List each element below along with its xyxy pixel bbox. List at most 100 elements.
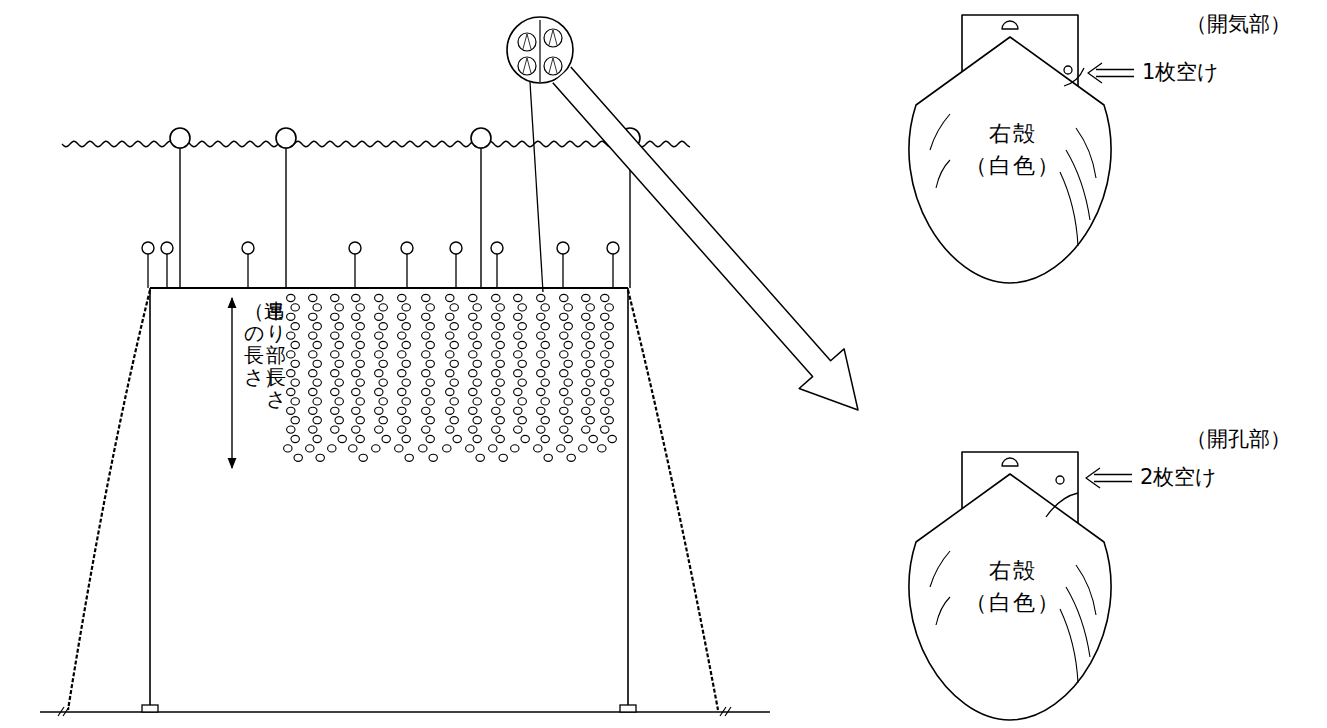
shell-growth-line	[1076, 128, 1096, 178]
sub-float	[142, 242, 154, 254]
buoy-line	[179, 148, 180, 288]
scallop-loop	[352, 370, 360, 377]
scallop-strand	[328, 294, 347, 452]
shell-growth-line	[1076, 565, 1096, 615]
scallop-loop	[331, 332, 339, 339]
scallop-loop	[313, 304, 321, 311]
scallop-loop	[496, 341, 504, 348]
anchor-mark	[58, 707, 64, 716]
scallop-loop	[450, 417, 458, 424]
mini-scallop	[544, 29, 562, 47]
scallop-loop	[352, 388, 360, 395]
scallop-loop	[582, 370, 590, 377]
scallop-loop	[287, 313, 295, 320]
scallop-loop	[443, 445, 451, 452]
scallop-loop	[398, 370, 406, 377]
callout-note: 1枚空け	[1142, 60, 1219, 85]
scallop-loop	[398, 351, 406, 358]
scallop-loop	[469, 294, 477, 301]
scallop-loop	[335, 341, 343, 348]
scallop-loop	[582, 294, 590, 301]
scallop-loop	[379, 341, 387, 348]
scallop-loop	[335, 417, 343, 424]
scallop-loop	[284, 445, 292, 452]
scallop-loop	[601, 351, 609, 358]
scallop-loop	[309, 313, 317, 320]
scallop-loop	[402, 360, 410, 367]
scallop-strand	[443, 294, 462, 452]
scallop-loop	[419, 445, 427, 452]
scallop-loop	[473, 435, 481, 442]
scallop-loop	[309, 332, 317, 339]
scallop-loop	[450, 379, 458, 386]
anchor-rope	[628, 290, 718, 710]
scallop-loop	[489, 445, 497, 452]
scallop-loop	[379, 323, 387, 330]
scallop-loop	[473, 323, 481, 330]
shell-hinge	[1002, 458, 1018, 466]
enlarge-arrow	[553, 67, 858, 410]
scallop-loop	[313, 323, 321, 330]
scallop-loop	[473, 379, 481, 386]
callout-rope	[539, 20, 540, 82]
scallop-strand	[579, 294, 598, 452]
scallop-loop	[469, 426, 477, 433]
float-line	[354, 254, 355, 288]
part-label: （開気部）	[1186, 12, 1291, 37]
part-label: （開孔部）	[1186, 427, 1291, 452]
dimension-label: 吊り部長さ	[266, 300, 286, 410]
float-line	[612, 254, 613, 288]
scallop-loop	[473, 304, 481, 311]
scallop-loop	[601, 426, 609, 433]
shell-growth-line	[1066, 587, 1090, 657]
scallop-loop	[287, 426, 295, 433]
scallop-loop	[541, 417, 549, 424]
scallop-loop	[537, 332, 545, 339]
shell-outline	[900, 447, 1125, 725]
scallop-loop	[446, 370, 454, 377]
scallop-loop	[287, 351, 295, 358]
buoy-line	[480, 148, 481, 288]
scallop-loop	[582, 407, 590, 414]
scallop-loop	[379, 379, 387, 386]
scallop-loop	[560, 294, 568, 301]
sub-float	[557, 242, 569, 254]
scallop-loop	[402, 398, 410, 405]
scallop-loop	[586, 304, 594, 311]
scallop-loop	[560, 351, 568, 358]
scallop-loop	[356, 435, 364, 442]
scallop-loop	[446, 332, 454, 339]
pointer-arrow-line	[1094, 474, 1132, 475]
scallop-loop	[422, 388, 430, 395]
scallop-loop	[291, 341, 299, 348]
scallop-loop	[313, 379, 321, 386]
scallop-loop	[379, 304, 387, 311]
scallop-strand	[284, 294, 303, 461]
scallop-loop	[356, 323, 364, 330]
scallop-loop	[398, 332, 406, 339]
scallop-loop	[309, 351, 317, 358]
scallop-loop	[335, 304, 343, 311]
float-line	[562, 254, 563, 288]
scallop-strand	[349, 294, 368, 461]
dimension-arrow	[231, 298, 232, 468]
sub-float	[401, 242, 413, 254]
scallop-loop	[450, 304, 458, 311]
shell-body	[909, 37, 1111, 283]
shell-growth-line	[930, 551, 950, 587]
scallop-loop	[291, 417, 299, 424]
scallop-loop	[395, 445, 403, 452]
scallop-loop	[375, 313, 383, 320]
scallop-loop	[331, 388, 339, 395]
scallop-loop	[557, 445, 565, 452]
pointer-arrow-line	[1096, 76, 1134, 77]
scallop-loop	[287, 332, 295, 339]
scallop-loop	[375, 426, 383, 433]
scallop-loop	[466, 445, 474, 452]
scallop-loop	[586, 379, 594, 386]
mini-scallop-rib	[549, 30, 553, 45]
scallop-loop	[287, 407, 295, 414]
mini-scallop-rib	[549, 58, 553, 73]
mini-scallop-rib	[527, 58, 531, 73]
scallop-loop	[473, 341, 481, 348]
